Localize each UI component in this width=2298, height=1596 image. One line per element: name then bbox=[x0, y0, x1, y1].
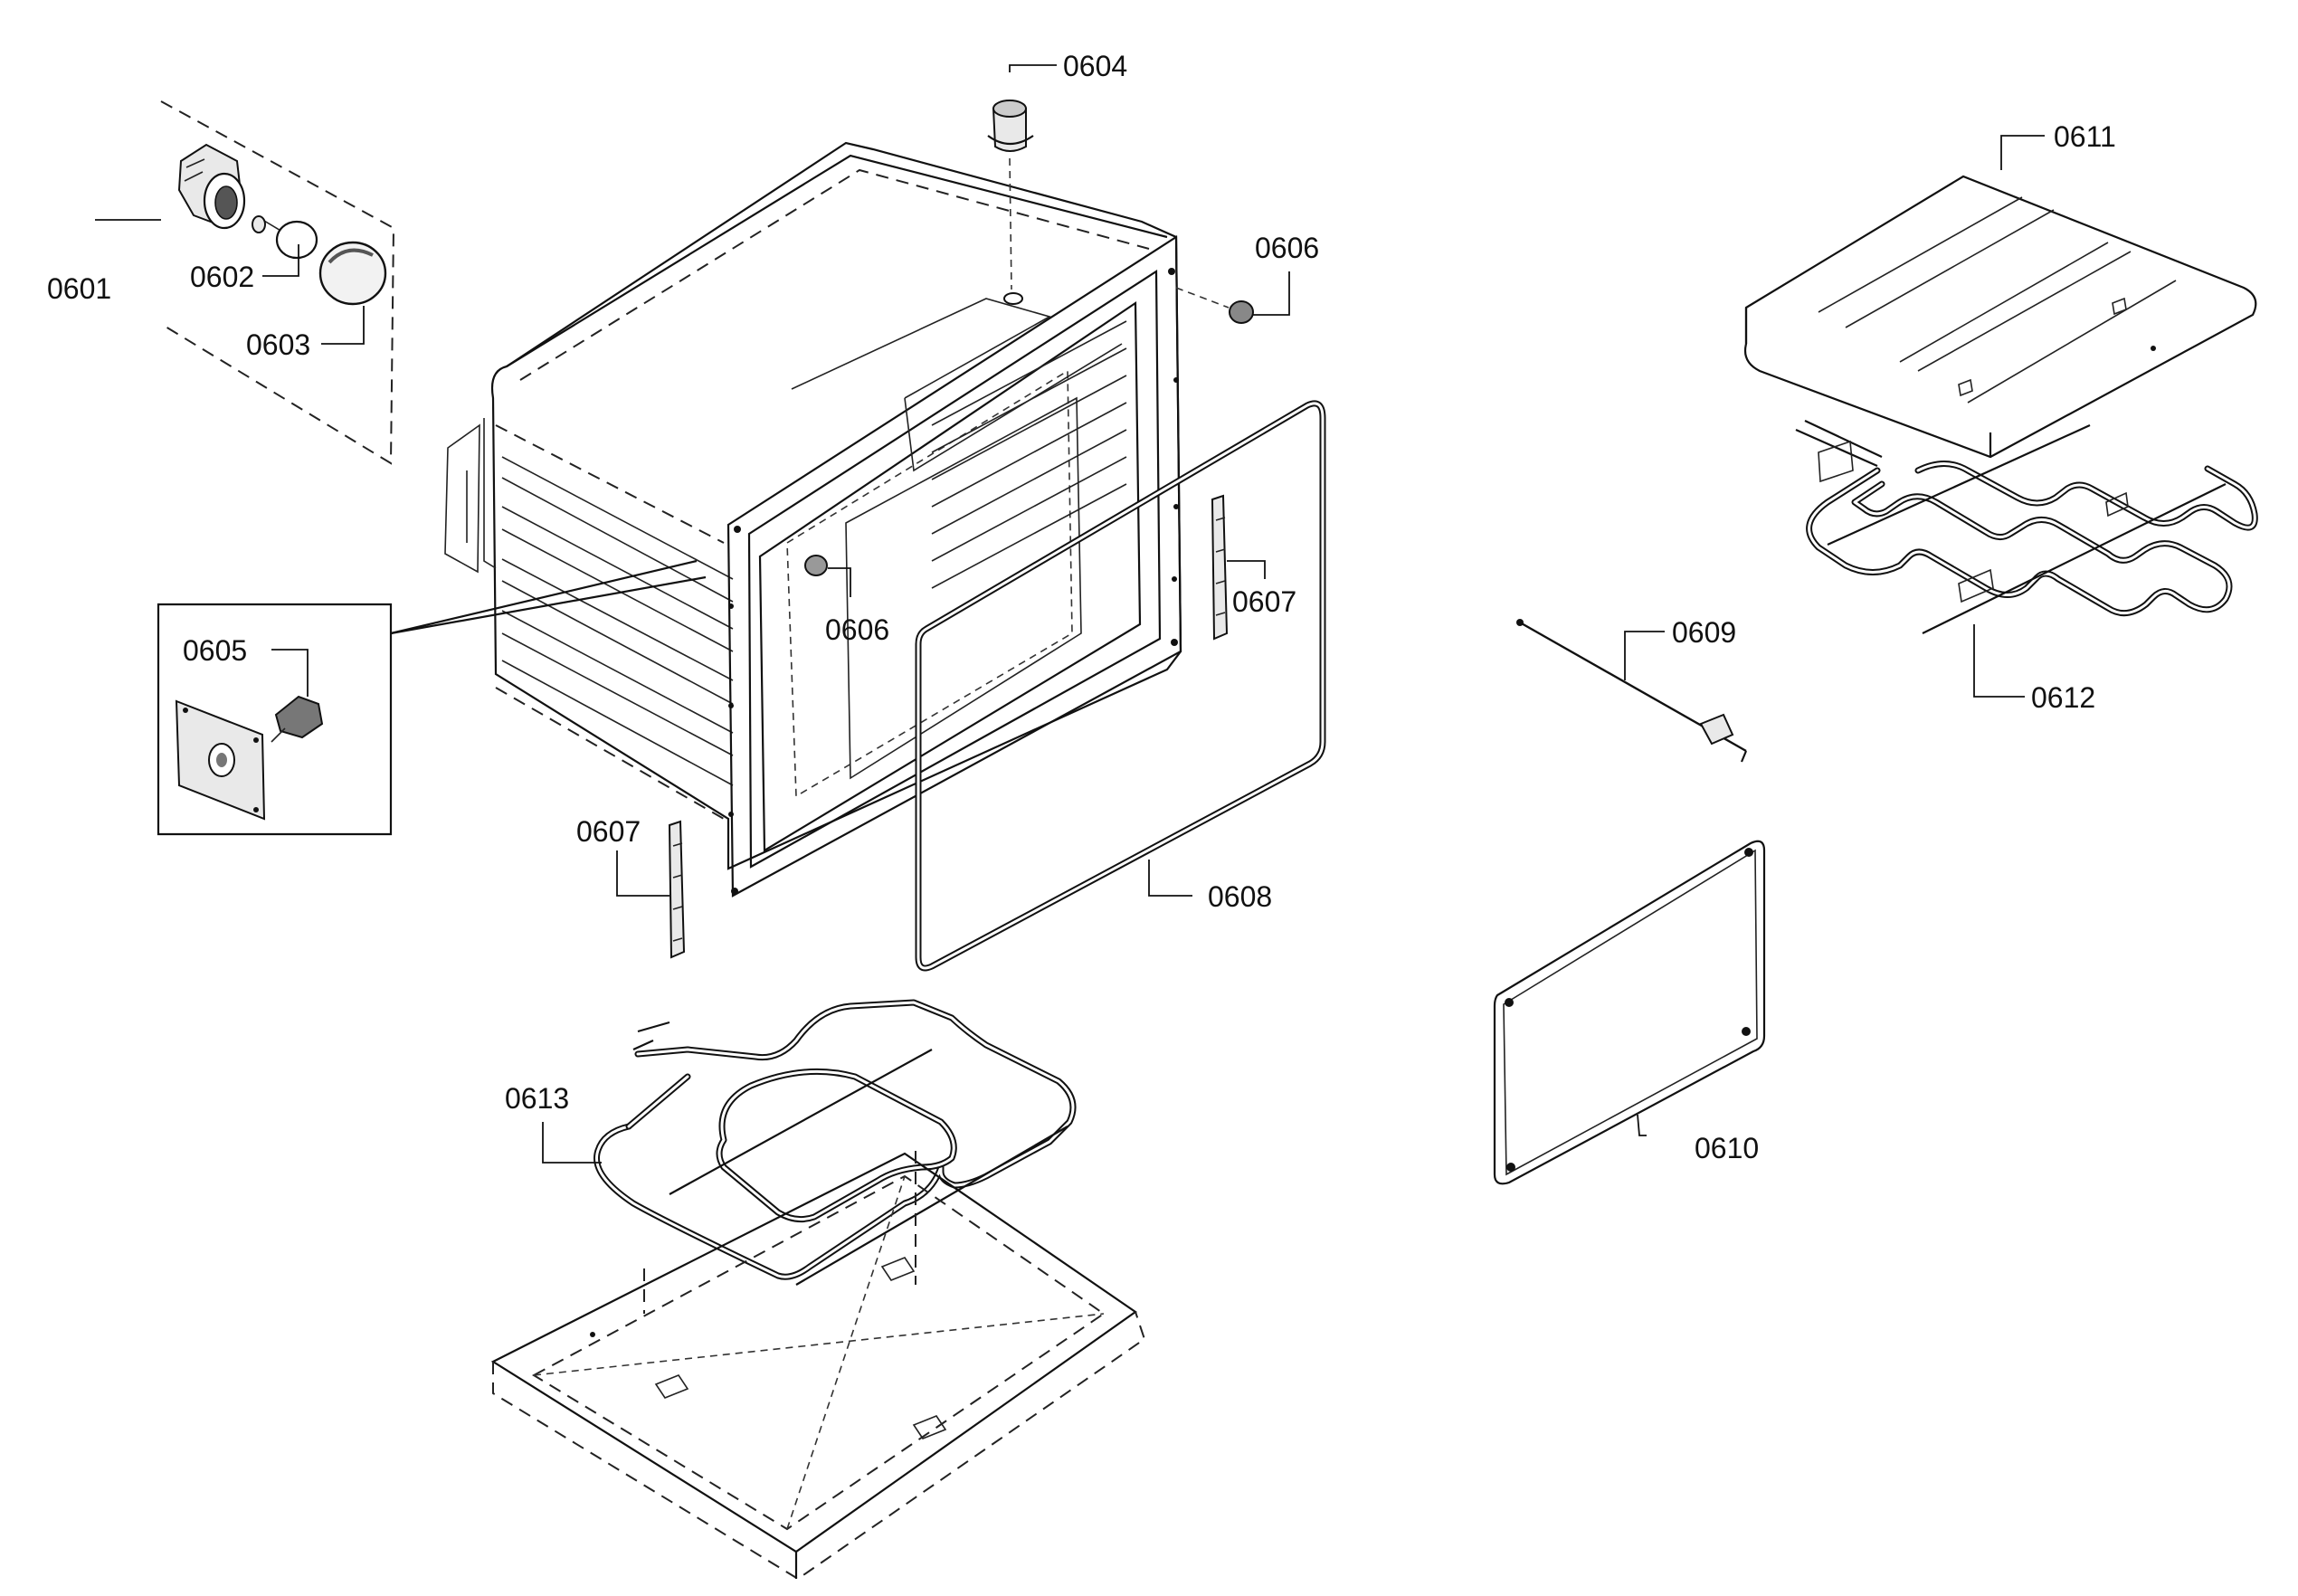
label-0606-mid: 0606 bbox=[825, 613, 889, 646]
bottom-pan bbox=[490, 1151, 1146, 1581]
label-0607-right: 0607 bbox=[1232, 585, 1296, 618]
cavity-outer-wrap bbox=[490, 141, 1182, 870]
label-0611: 0611 bbox=[2054, 120, 2116, 153]
bake-element-0613 bbox=[542, 999, 1077, 1286]
temperature-probe-0609 bbox=[1516, 619, 1748, 763]
side-rail-0607-right bbox=[1211, 494, 1266, 641]
label-0605: 0605 bbox=[183, 634, 247, 667]
detail-inset-0605 bbox=[157, 559, 707, 836]
side-rail-0607-left bbox=[616, 820, 686, 959]
lamp-group-dashed-outline bbox=[160, 100, 395, 465]
top-cover-0611 bbox=[1743, 135, 2257, 459]
lamp-assembly-group bbox=[95, 100, 395, 465]
part-labels: 0601 0602 0603 0604 0605 0606 0606 0607 … bbox=[47, 50, 2116, 1164]
cavity-right-rails bbox=[931, 320, 1127, 589]
broil-element-0612 bbox=[1795, 420, 2258, 698]
label-0613: 0613 bbox=[505, 1082, 569, 1115]
panel-0610 bbox=[1493, 840, 1766, 1185]
oven-cavity-assembly bbox=[444, 141, 1182, 898]
vent-stem-0604 bbox=[987, 64, 1057, 290]
cavity-plug-0606-mid bbox=[804, 555, 828, 576]
label-0608: 0608 bbox=[1208, 880, 1272, 913]
cavity-front-frame bbox=[726, 234, 1182, 898]
label-0603: 0603 bbox=[246, 328, 310, 361]
label-0612: 0612 bbox=[2031, 681, 2095, 714]
label-0604: 0604 bbox=[1063, 50, 1127, 82]
cavity-rack-grooves bbox=[501, 456, 734, 786]
cavity-front-opening bbox=[758, 300, 1142, 852]
label-0610: 0610 bbox=[1695, 1132, 1759, 1164]
label-0607-left: 0607 bbox=[576, 815, 641, 848]
frame-rivets bbox=[728, 268, 1179, 895]
cavity-plug-0606-top bbox=[1175, 271, 1290, 324]
label-0609: 0609 bbox=[1672, 616, 1736, 649]
lamp-socket-part bbox=[177, 143, 246, 230]
lamp-bulb-part bbox=[252, 215, 318, 260]
label-0601: 0601 bbox=[47, 272, 111, 305]
lamp-lens-cover-part bbox=[318, 241, 387, 306]
cavity-left-flange bbox=[444, 423, 480, 574]
label-0602: 0602 bbox=[190, 261, 254, 293]
door-gasket-0608 bbox=[915, 400, 1326, 972]
label-0606-top: 0606 bbox=[1255, 232, 1319, 264]
